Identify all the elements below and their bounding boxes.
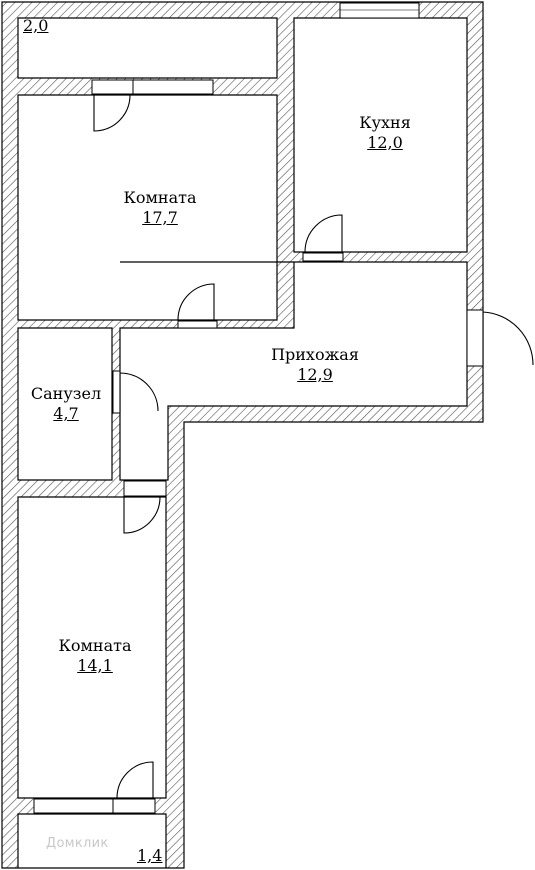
room-1-area: 17,7 [142,208,178,227]
room-1-name: Комната [123,188,197,207]
room-2-area: 14,1 [77,656,113,675]
room-1-label: Комната 17,7 [110,188,210,228]
bathroom-name: Санузел [30,384,102,403]
watermark-logo: Домклик [46,836,109,851]
bathroom-label: Санузел 4,7 [22,384,110,424]
hallway-name: Прихожая [271,345,359,364]
room-2-label: Комната 14,1 [45,636,145,676]
window-top-room [91,79,214,95]
hallway-label: Прихожая 12,9 [260,345,370,385]
window-kitchen [339,2,420,19]
balcony-top-area: 2,0 [23,16,49,35]
kitchen-label: Кухня 12,0 [340,113,430,153]
bathroom-area: 4,7 [53,404,79,423]
door-swings [93,94,534,799]
walls [1,1,484,869]
room-2-name: Комната [58,636,132,655]
balcony-bottom-area: 1,4 [137,846,163,865]
kitchen-area: 12,0 [367,133,403,152]
window-bottom-room [33,798,156,814]
kitchen-name: Кухня [359,113,411,132]
hallway-area: 12,9 [297,365,333,384]
